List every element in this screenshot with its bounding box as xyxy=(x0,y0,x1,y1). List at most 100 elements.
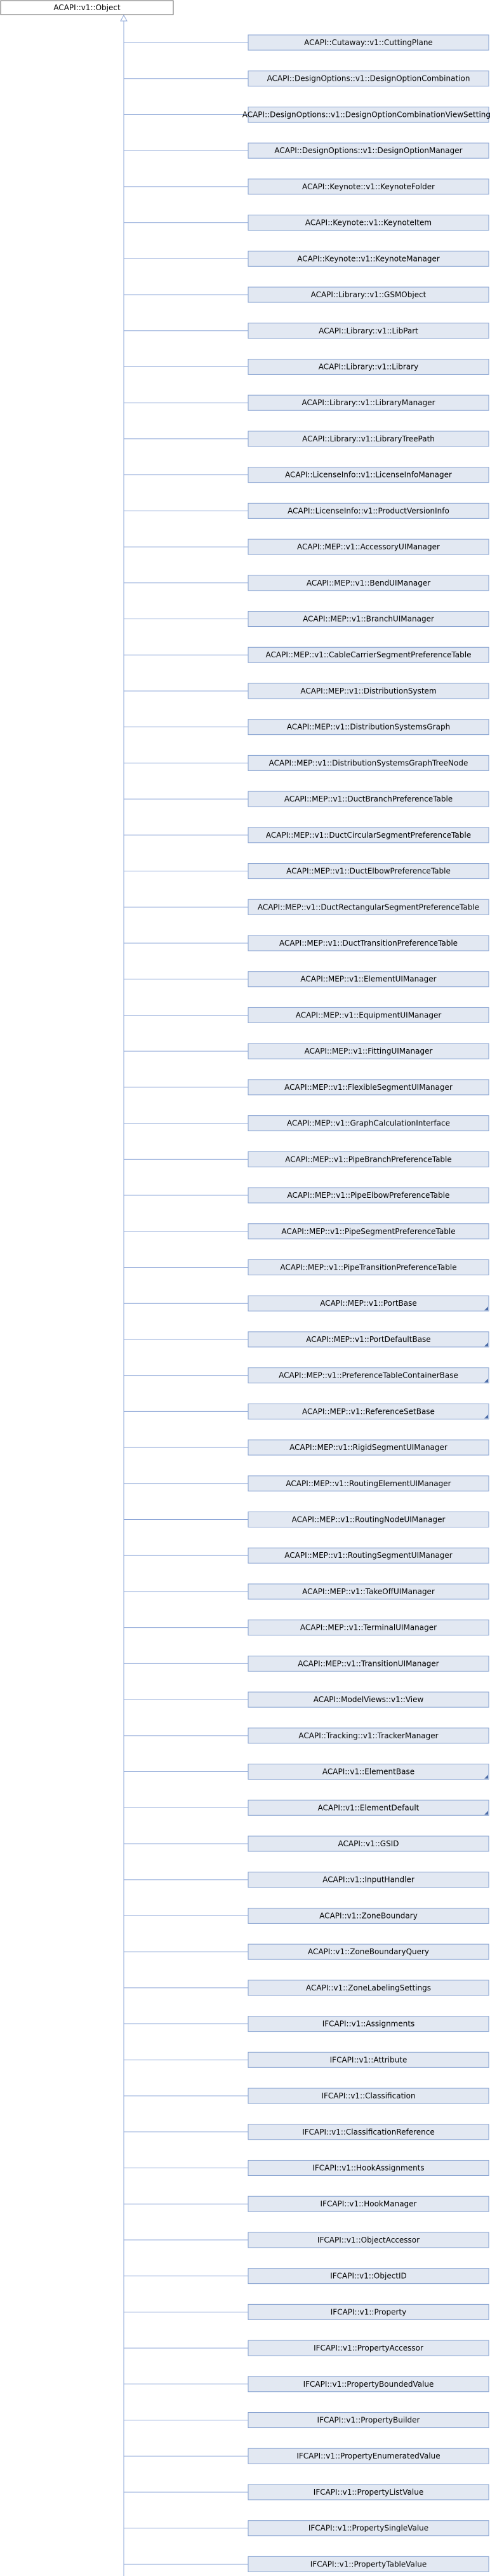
class-label: IFCAPI::v1::Classification xyxy=(321,2091,415,2100)
class-node[interactable]: ACAPI::MEP::v1::TakeOffUIManager xyxy=(248,1583,489,1600)
class-node[interactable]: ACAPI::DesignOptions::v1::DesignOptionMa… xyxy=(248,142,489,159)
class-node[interactable]: ACAPI::LicenseInfo::v1::LicenseInfoManag… xyxy=(248,467,489,483)
class-node[interactable]: ACAPI::DesignOptions::v1::DesignOptionCo… xyxy=(248,70,489,87)
class-node[interactable]: IFCAPI::v1::PropertyListValue xyxy=(248,2484,489,2500)
class-node[interactable]: ACAPI::v1::ZoneLabelingSettings xyxy=(248,1980,489,1996)
class-node[interactable]: IFCAPI::v1::PropertyTableValue xyxy=(248,2556,489,2572)
class-box xyxy=(248,683,489,699)
class-node[interactable]: ACAPI::MEP::v1::CableCarrierSegmentPrefe… xyxy=(248,647,489,663)
class-box xyxy=(248,1583,489,1600)
class-node[interactable]: ACAPI::MEP::v1::ReferenceSetBase xyxy=(248,1403,489,1419)
class-box xyxy=(248,971,489,988)
class-node[interactable]: ACAPI::MEP::v1::ElementUIManager xyxy=(248,971,489,988)
class-node[interactable]: ACAPI::MEP::v1::PipeSegmentPreferenceTab… xyxy=(248,1223,489,1240)
class-box xyxy=(248,358,489,375)
class-node[interactable]: IFCAPI::v1::PropertyEnumeratedValue xyxy=(248,2448,489,2464)
class-node[interactable]: ACAPI::Library::v1::Library xyxy=(248,358,489,375)
class-node[interactable]: ACAPI::MEP::v1::BranchUIManager xyxy=(248,611,489,627)
class-node[interactable]: ACAPI::MEP::v1::EquipmentUIManager xyxy=(248,1007,489,1023)
class-node[interactable]: IFCAPI::v1::PropertyAccessor xyxy=(248,2340,489,2356)
root-class-node[interactable]: ACAPI::v1::Object xyxy=(0,0,174,15)
class-box xyxy=(248,1151,489,1167)
class-node[interactable]: ACAPI::MEP::v1::DistributionSystemsGraph… xyxy=(248,755,489,771)
class-node[interactable]: ACAPI::LicenseInfo::v1::ProductVersionIn… xyxy=(248,502,489,519)
class-node[interactable]: ACAPI::Cutaway::v1::CuttingPlane xyxy=(248,34,489,51)
class-node[interactable]: ACAPI::MEP::v1::RoutingElementUIManager xyxy=(248,1475,489,1492)
class-node[interactable]: ACAPI::v1::ZoneBoundary xyxy=(248,1907,489,1924)
class-box xyxy=(248,2412,489,2429)
class-node[interactable]: ACAPI::MEP::v1::FlexibleSegmentUIManager xyxy=(248,1079,489,1096)
class-node[interactable]: ACAPI::Keynote::v1::KeynoteManager xyxy=(248,250,489,267)
class-label: IFCAPI::v1::PropertyEnumeratedValue xyxy=(296,2452,440,2460)
class-node[interactable]: IFCAPI::v1::Assignments xyxy=(248,2016,489,2032)
class-node[interactable]: ACAPI::MEP::v1::DuctElbowPreferenceTable xyxy=(248,863,489,880)
class-node[interactable]: ACAPI::MEP::v1::DuctTransitionPreference… xyxy=(248,935,489,951)
inheritance-arrowhead xyxy=(120,14,128,22)
class-node[interactable]: ACAPI::MEP::v1::RoutingSegmentUIManager xyxy=(248,1547,489,1564)
class-node[interactable]: IFCAPI::v1::PropertyBuilder xyxy=(248,2412,489,2429)
class-label: ACAPI::v1::InputHandler xyxy=(322,1875,414,1884)
class-label: ACAPI::MEP::v1::EquipmentUIManager xyxy=(296,1010,442,1019)
class-box xyxy=(248,1331,489,1348)
class-node[interactable]: ACAPI::MEP::v1::RigidSegmentUIManager xyxy=(248,1439,489,1456)
class-node[interactable]: IFCAPI::v1::Property xyxy=(248,2304,489,2320)
class-node[interactable]: ACAPI::DesignOptions::v1::DesignOptionCo… xyxy=(242,106,490,123)
class-node[interactable]: ACAPI::MEP::v1::FittingUIManager xyxy=(248,1043,489,1059)
class-node[interactable]: ACAPI::MEP::v1::PipeTransitionPreference… xyxy=(248,1259,489,1275)
class-label: IFCAPI::v1::PropertyListValue xyxy=(314,2488,423,2497)
class-box xyxy=(248,2376,489,2392)
class-node[interactable]: ACAPI::MEP::v1::GraphCalculationInterfac… xyxy=(248,1115,489,1132)
class-node[interactable]: ACAPI::Library::v1::LibraryTreePath xyxy=(248,431,489,447)
class-node[interactable]: ACAPI::MEP::v1::BendUIManager xyxy=(248,575,489,591)
class-label: IFCAPI::v1::ObjectID xyxy=(330,2272,407,2281)
class-node[interactable]: ACAPI::Library::v1::GSMObject xyxy=(248,286,489,303)
class-box xyxy=(248,935,489,951)
class-box xyxy=(248,1872,489,1888)
class-node[interactable]: IFCAPI::v1::PropertySingleValue xyxy=(248,2520,489,2537)
class-node[interactable]: ACAPI::Keynote::v1::KeynoteItem xyxy=(248,215,489,231)
class-label: ACAPI::MEP::v1::FittingUIManager xyxy=(305,1047,433,1056)
class-label: IFCAPI::v1::ClassificationReference xyxy=(302,2128,435,2137)
class-label: ACAPI::v1::ZoneBoundaryQuery xyxy=(308,1947,429,1956)
class-node[interactable]: ACAPI::Keynote::v1::KeynoteFolder xyxy=(248,178,489,195)
class-node[interactable]: IFCAPI::v1::ObjectAccessor xyxy=(248,2232,489,2248)
class-node[interactable]: ACAPI::MEP::v1::AccessoryUIManager xyxy=(248,539,489,555)
class-node[interactable]: ACAPI::Library::v1::LibPart xyxy=(248,323,489,339)
class-node[interactable]: IFCAPI::v1::Classification xyxy=(248,2088,489,2104)
class-node[interactable]: ACAPI::MEP::v1::PortBase xyxy=(248,1295,489,1311)
class-node[interactable]: ACAPI::ModelViews::v1::View xyxy=(248,1691,489,1708)
class-node[interactable]: ACAPI::MEP::v1::DistributionSystem xyxy=(248,683,489,699)
class-node[interactable]: ACAPI::MEP::v1::PipeElbowPreferenceTable xyxy=(248,1187,489,1204)
class-node[interactable]: ACAPI::MEP::v1::DuctBranchPreferenceTabl… xyxy=(248,791,489,807)
class-node[interactable]: ACAPI::v1::ElementBase xyxy=(248,1764,489,1780)
class-node[interactable]: ACAPI::v1::ElementDefault xyxy=(248,1799,489,1816)
class-node[interactable]: ACAPI::MEP::v1::PortDefaultBase xyxy=(248,1331,489,1348)
class-box xyxy=(248,502,489,519)
class-node[interactable]: IFCAPI::v1::HookManager xyxy=(248,2196,489,2212)
class-node[interactable]: ACAPI::MEP::v1::DuctRectangularSegmentPr… xyxy=(248,899,489,915)
class-box xyxy=(248,899,489,915)
class-node[interactable]: IFCAPI::v1::ClassificationReference xyxy=(248,2124,489,2140)
class-node[interactable]: IFCAPI::v1::HookAssignments xyxy=(248,2159,489,2176)
class-node[interactable]: ACAPI::MEP::v1::PipeBranchPreferenceTabl… xyxy=(248,1151,489,1167)
class-box xyxy=(248,1079,489,1096)
class-box xyxy=(248,34,489,51)
class-node[interactable]: ACAPI::MEP::v1::TransitionUIManager xyxy=(248,1655,489,1672)
class-node[interactable]: ACAPI::MEP::v1::DistributionSystemsGraph xyxy=(248,719,489,735)
class-node[interactable]: IFCAPI::v1::PropertyBoundedValue xyxy=(248,2376,489,2392)
class-node[interactable]: ACAPI::MEP::v1::TerminalUIManager xyxy=(248,1620,489,1636)
class-node[interactable]: ACAPI::Library::v1::LibraryManager xyxy=(248,394,489,411)
class-node[interactable]: ACAPI::v1::ZoneBoundaryQuery xyxy=(248,1943,489,1960)
class-node[interactable]: ACAPI::MEP::v1::RoutingNodeUIManager xyxy=(248,1512,489,1528)
class-node[interactable]: ACAPI::MEP::v1::PreferenceTableContainer… xyxy=(248,1367,489,1384)
class-node[interactable]: IFCAPI::v1::Attribute xyxy=(248,2051,489,2068)
class-node[interactable]: ACAPI::v1::GSID xyxy=(248,1835,489,1852)
class-node[interactable]: IFCAPI::v1::ObjectID xyxy=(248,2268,489,2284)
class-label: IFCAPI::v1::PropertySingleValue xyxy=(308,2524,428,2533)
class-node[interactable]: ACAPI::Tracking::v1::TrackerManager xyxy=(248,1727,489,1744)
class-box xyxy=(248,1223,489,1240)
class-node[interactable]: ACAPI::MEP::v1::DuctCircularSegmentPrefe… xyxy=(248,827,489,843)
class-node[interactable]: ACAPI::v1::InputHandler xyxy=(248,1872,489,1888)
class-label: IFCAPI::v1::PropertyBoundedValue xyxy=(303,2380,434,2389)
